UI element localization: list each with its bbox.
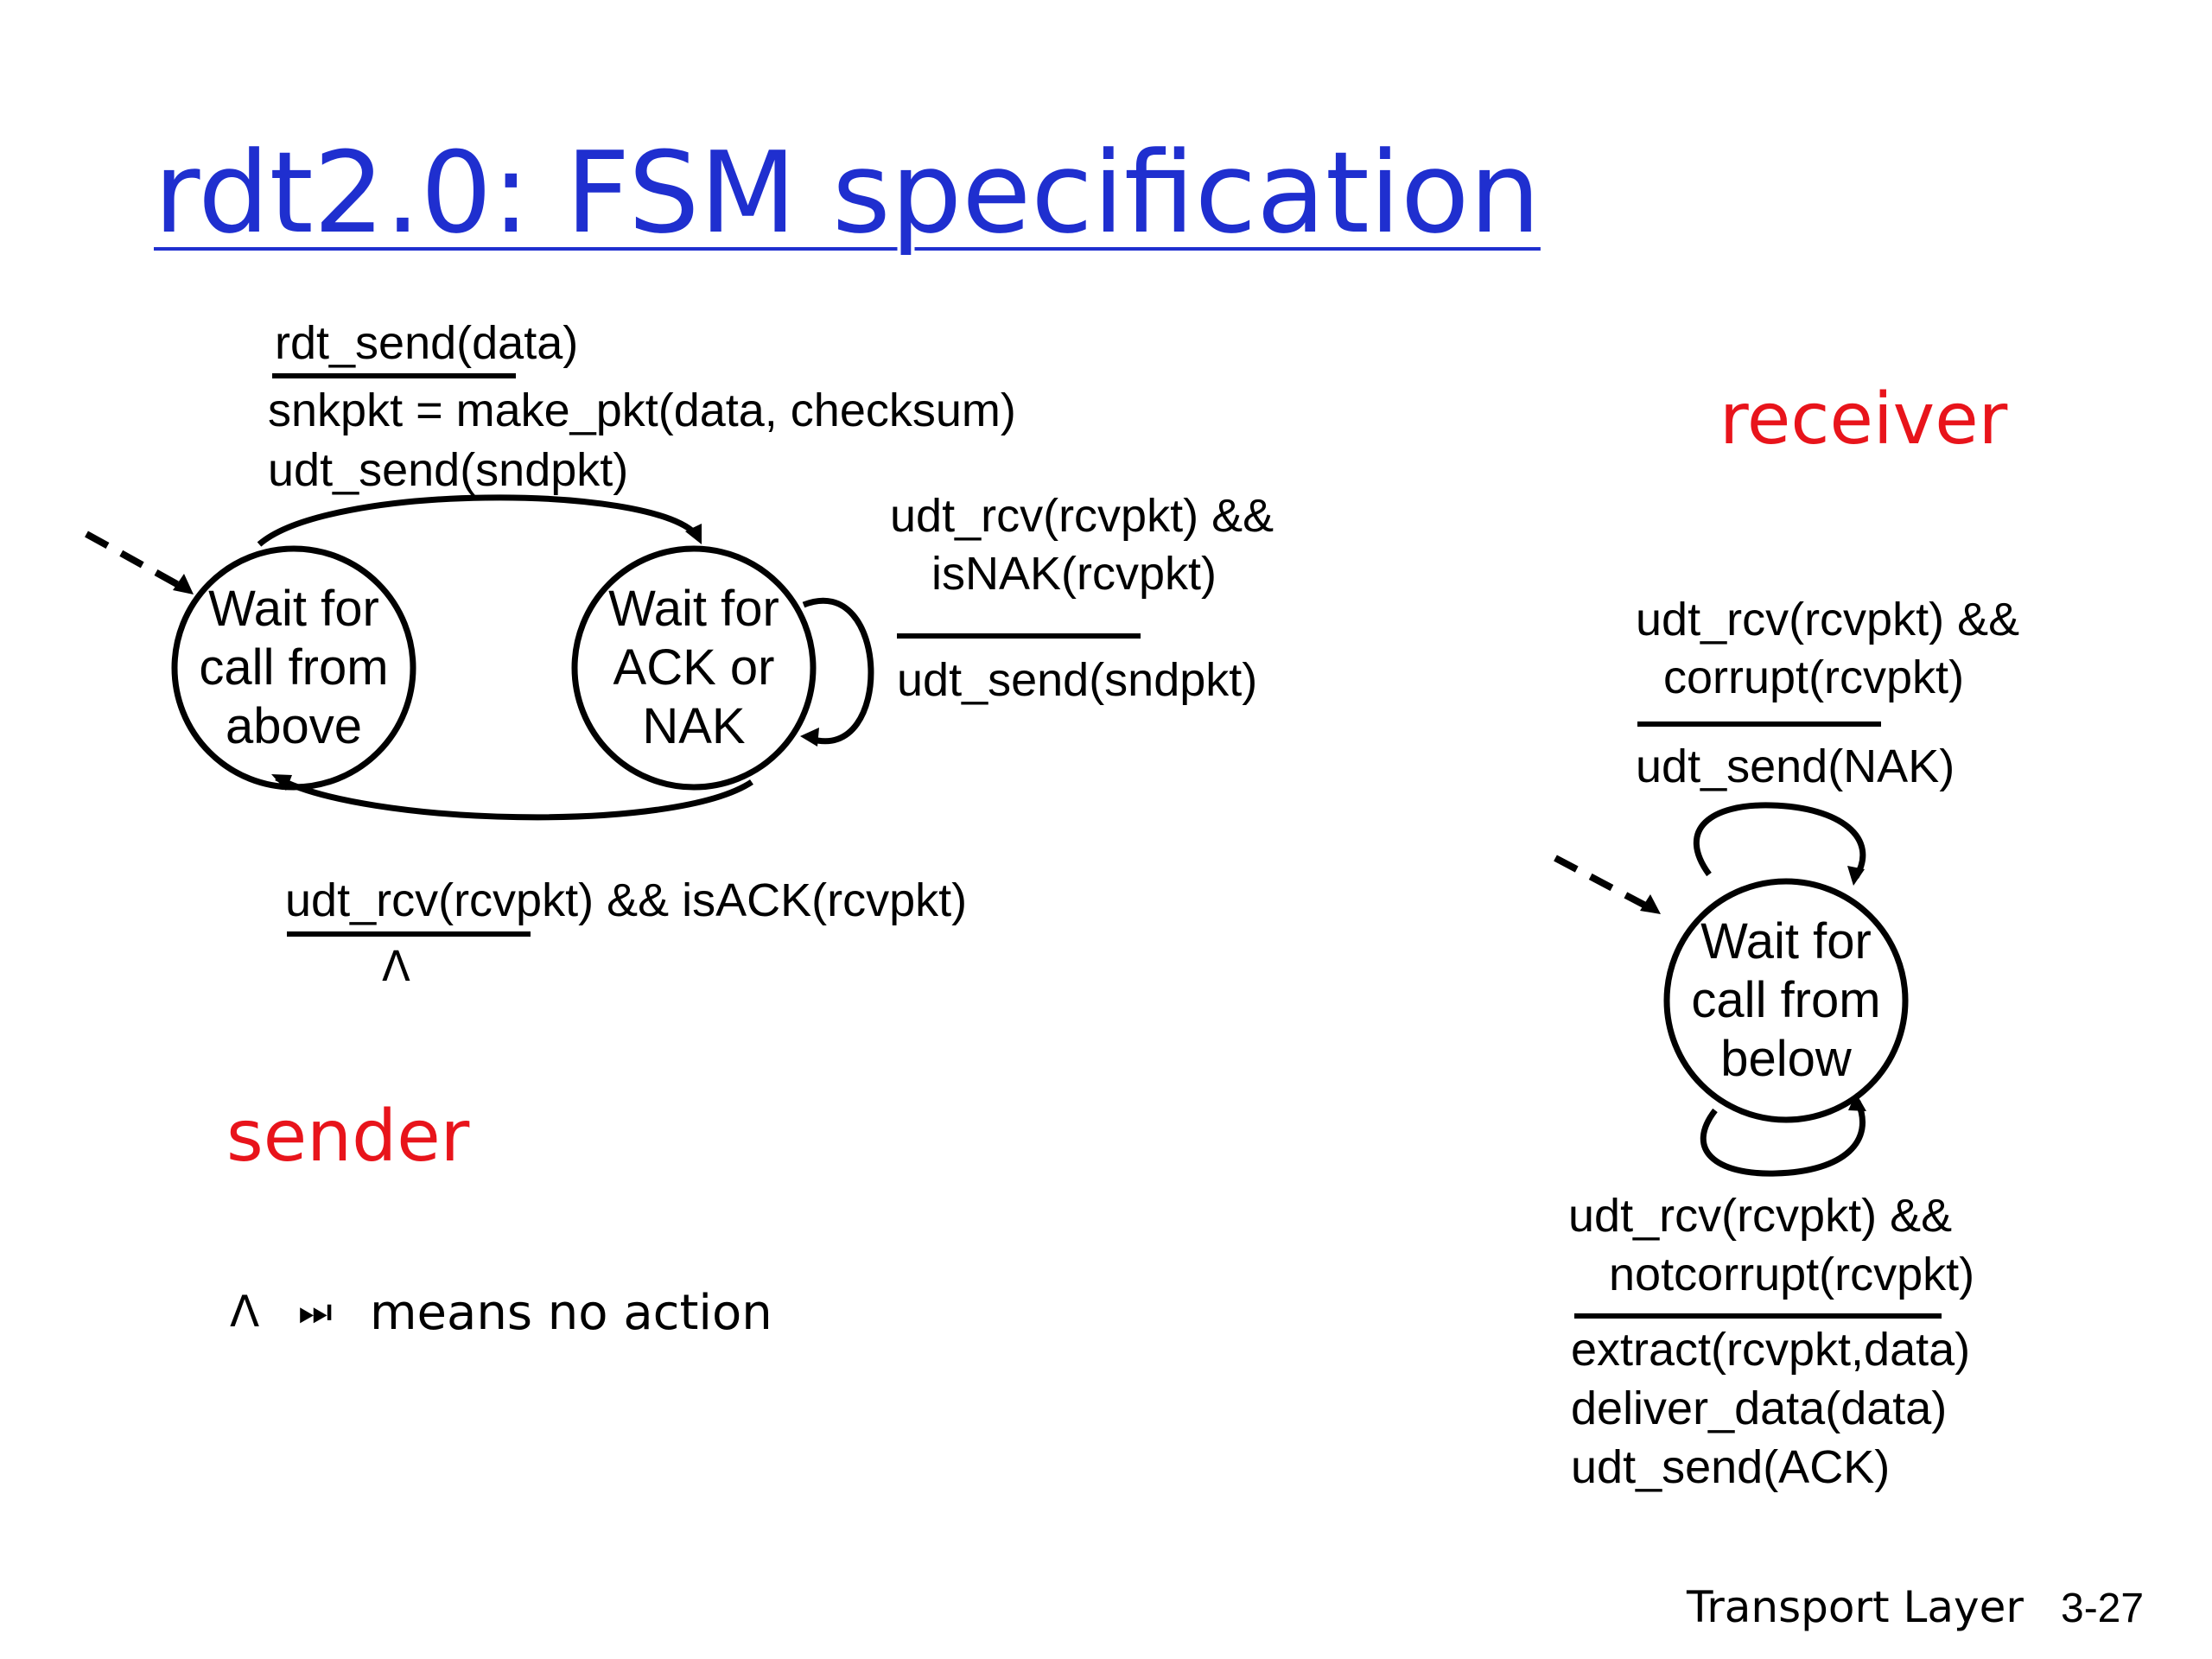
nak-transition-rule	[897, 633, 1141, 639]
slide-title: rdt2.0: FSM specification	[154, 127, 1541, 258]
legend-lambda-symbol: Λ	[230, 1287, 260, 1337]
send-action-2: udt_send(sndpkt)	[268, 444, 629, 496]
receiver-initial-arrow	[1554, 855, 1661, 914]
sender-label: sender	[226, 1096, 470, 1178]
send-event-label: rdt_send(data)	[275, 317, 579, 369]
no-action-icon: ⏭	[298, 1291, 333, 1333]
notcorrupt-event-line-1: udt_rcv(rcvpkt) &&	[1568, 1190, 1953, 1242]
arrow-ack-transition	[271, 774, 753, 821]
send-action-1: snkpkt = make_pkt(data, checksum)	[268, 385, 1016, 436]
footer-section: Transport Layer	[1687, 1582, 2024, 1632]
nak-event-line-1: udt_rcv(rcvpkt) &&	[890, 490, 1274, 542]
corrupt-transition-rule	[1637, 721, 1881, 727]
send-transition-rule	[272, 373, 516, 378]
arrow-notcorrupt-selfloop	[1700, 1093, 1866, 1177]
receiver-state-wait-below	[1663, 878, 1909, 1123]
sender-initial-arrow	[85, 531, 194, 594]
notcorrupt-event-line-2: notcorrupt(rcvpkt)	[1609, 1249, 1975, 1300]
arrow-corrupt-selfloop	[1693, 802, 1866, 886]
nak-event-line-2: isNAK(rcvpkt)	[931, 548, 1217, 600]
ack-transition-rule	[287, 931, 531, 937]
notcorrupt-action-2: deliver_data(data)	[1571, 1382, 1948, 1434]
corrupt-action: udt_send(NAK)	[1636, 741, 1955, 792]
notcorrupt-action-1: extract(rcvpkt,data)	[1571, 1324, 1971, 1376]
arrow-send-transition	[257, 494, 702, 547]
arrow-nak-selfloop	[800, 597, 874, 747]
ack-event-label: udt_rcv(rcvpkt) && isACK(rcvpkt)	[285, 874, 968, 926]
corrupt-event-line-2: corrupt(rcvpkt)	[1663, 652, 1965, 703]
footer-page-number: 3-27	[2061, 1586, 2145, 1631]
notcorrupt-action-3: udt_send(ACK)	[1571, 1441, 1891, 1493]
receiver-label: receiver	[1719, 378, 2008, 461]
legend-text: means no action	[370, 1285, 772, 1341]
nak-action: udt_send(sndpkt)	[897, 654, 1258, 706]
ack-action-lambda: Λ	[382, 943, 410, 991]
sender-state-wait-ack	[571, 545, 817, 791]
corrupt-event-line-1: udt_rcv(rcvpkt) &&	[1636, 594, 2020, 645]
notcorrupt-transition-rule	[1574, 1313, 1942, 1319]
